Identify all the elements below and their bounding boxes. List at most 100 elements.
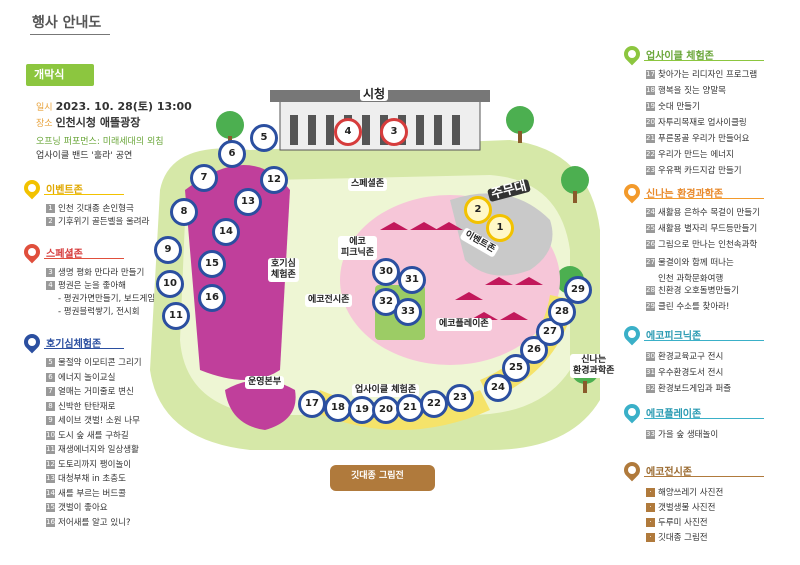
- map-marker: 8: [170, 198, 198, 226]
- item-text: 환경보드게임과 퍼즐: [658, 384, 732, 394]
- item-text: 새를 부르는 버드콜: [58, 488, 126, 499]
- item-number: 16: [46, 517, 55, 527]
- list-item: ·갯벌생물 사진전: [646, 501, 715, 513]
- upcycle-zone-pin-icon: [620, 42, 644, 66]
- eco-play-label: 에코플레이존: [436, 318, 492, 331]
- map-marker: 21: [396, 394, 424, 422]
- item-number: 2: [46, 217, 55, 226]
- curiosity-zone-heading: 호기심체험존: [46, 339, 102, 350]
- place-value: 인천시청 애뜰광장: [55, 116, 141, 129]
- item-number: 5: [46, 358, 55, 367]
- picnic-zone-line: [644, 340, 764, 341]
- map-marker: 13: [234, 188, 262, 216]
- item-text: 숫대 만들기: [658, 102, 700, 112]
- special-zone-label: 스페셜존: [348, 178, 388, 191]
- item-text: 기후위기 골든벨을 울려라: [58, 217, 150, 227]
- map-marker: 7: [190, 164, 218, 192]
- item-number: 14: [46, 488, 55, 498]
- item-text: 자투리목재로 업사이클링: [658, 118, 747, 128]
- item-number: 6: [46, 372, 55, 382]
- item-text: 신박한 탄탄재로: [58, 401, 116, 412]
- item-number: ·: [646, 488, 655, 497]
- item-number: 26: [646, 240, 655, 249]
- item-number: 15: [46, 503, 55, 512]
- item-text: 우리가 만드는 에너지: [658, 150, 734, 160]
- item-text: 새활용 별자리 무드등만들기: [658, 224, 758, 234]
- city-hall-label: 시청: [360, 88, 389, 101]
- item-text: 저어새를 알고 있니?: [58, 517, 131, 528]
- list-item: ·두루미 사진전: [646, 516, 708, 528]
- item-text: 열매는 거미줄로 변신: [58, 387, 134, 397]
- item-text: 두루미 사진전: [658, 518, 708, 528]
- item-number: ·: [646, 533, 655, 542]
- item-number: 20: [646, 118, 655, 127]
- map-marker: 19: [348, 396, 376, 424]
- item-text: 갯벌생물 사진전: [658, 503, 716, 513]
- item-text: 세이브 갯벌! 소원 나무: [58, 416, 140, 426]
- item-text: 도토리까지 팽이놀이: [58, 459, 132, 470]
- item-text: 찾아가는 리디자인 프로그램: [658, 70, 758, 80]
- special-sub-1: - 평권가면만들기, 보드게임: [58, 294, 156, 304]
- item-number: 3: [46, 268, 55, 277]
- eco-picnic-label: 에코 피크닉존: [338, 236, 378, 260]
- item-text: 해양쓰레기 사진전: [658, 488, 724, 498]
- item-text: 물결이와 함께 떠나는: [658, 258, 734, 268]
- map-marker: 22: [420, 390, 448, 418]
- science-label: 신나는 환경과학존: [570, 354, 618, 378]
- item-number: 21: [646, 134, 655, 143]
- map-marker: 14: [212, 218, 240, 246]
- item-number: 4: [46, 281, 55, 290]
- item-number: 8: [46, 401, 55, 411]
- map-marker: 15: [198, 250, 226, 278]
- item-text: 물절약 이모티콘 그리기: [58, 358, 142, 368]
- map-marker: 4: [334, 118, 362, 146]
- list-item: ·깃대종 그림전: [646, 531, 708, 543]
- map-marker: 9: [154, 236, 182, 264]
- item-number: 1: [46, 204, 55, 213]
- opening-band: 업사이클 밴드 '훌라' 공연: [36, 151, 133, 161]
- upcycle-zone-heading: 업사이클 체험존: [646, 51, 714, 62]
- list-item: ·해양쓰레기 사진전: [646, 486, 723, 498]
- item-number: 33: [646, 430, 655, 439]
- item-number: 10: [46, 430, 55, 440]
- item-number: 32: [646, 384, 655, 393]
- operations-label: 운영본부: [245, 376, 285, 389]
- item-text: 깃대종 그림전: [658, 533, 708, 543]
- item-number: 22: [646, 150, 655, 159]
- item-number: ·: [646, 503, 655, 512]
- place-key: 장소: [36, 119, 53, 129]
- science-zone-heading: 신나는 환경과학존: [646, 189, 724, 200]
- item-text: 우수환경도서 전시: [658, 368, 724, 378]
- map-marker: 16: [198, 284, 226, 312]
- exhibit-zone-line: [644, 476, 764, 477]
- item-text: 대청부채 in 초충도: [58, 474, 126, 484]
- play-zone-line: [644, 418, 764, 419]
- item-text: 그림으로 만나는 인천속과학: [658, 240, 758, 250]
- event-zone-line: [44, 194, 124, 195]
- item-number: 31: [646, 368, 655, 377]
- science-zone-line: [644, 198, 764, 199]
- special-zone-heading: 스페셜존: [46, 249, 83, 260]
- page-title: 행사 안내도: [32, 15, 102, 31]
- item-number: 12: [46, 459, 55, 469]
- title-underline: [30, 34, 110, 35]
